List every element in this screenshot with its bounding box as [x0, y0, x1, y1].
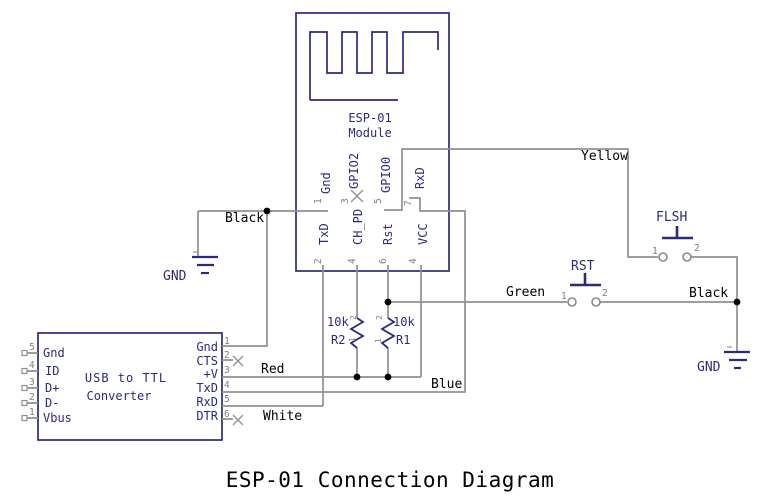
- usb-converter-box: [37, 332, 223, 441]
- usb-pin-num-2l: 2: [29, 392, 35, 403]
- wire-black-left: [197, 210, 328, 256]
- usb-pin-label-rxd: RxD: [196, 395, 218, 409]
- usb-pin-num-4l: 4: [29, 360, 35, 371]
- usb-port-pads: [21, 349, 28, 422]
- wire-label-black-left: Black: [225, 211, 265, 226]
- esp-pin-label-vcc: VCC: [416, 223, 430, 245]
- usb-pin-num-4r: 4: [224, 380, 230, 391]
- usb-pin-label-cts: CTS: [196, 354, 218, 368]
- usb-left-pin-stubs: [27, 352, 38, 419]
- button-rst-pin1: 1: [561, 291, 567, 302]
- resistor-r2-value: 10k: [327, 315, 349, 329]
- wire-label-red: Red: [261, 362, 285, 377]
- usb-pin-num-3l: 3: [29, 377, 35, 388]
- usb-pin-num-1r: 1: [224, 336, 230, 347]
- diagram-title: ESP-01 Connection Diagram: [225, 468, 555, 492]
- esp-module-box: [295, 12, 450, 272]
- esp-pin-label-rxd: RxD: [413, 167, 427, 189]
- esp-pin-label-gpio0: GPIO0: [379, 156, 393, 193]
- usb-pin-label-dplus: D+: [45, 381, 60, 395]
- esp-pin-num-7: 7: [403, 200, 414, 206]
- esp-pin-label-rst: Rst: [381, 223, 395, 245]
- nc-x-dtr-icon: [232, 414, 244, 426]
- usb-pin-num-5l: 5: [29, 342, 35, 353]
- usb-pin-num-6r: 6: [224, 409, 230, 420]
- button-flsh-pin2: 2: [694, 243, 700, 254]
- button-rst-pin2: 2: [602, 288, 608, 299]
- esp-pin-label-gnd: Gnd: [319, 172, 333, 194]
- usb-pin-label-dminus: D-: [45, 396, 60, 410]
- button-rst-label: RST: [571, 259, 595, 274]
- resistor-r2-symbol: [349, 317, 365, 349]
- wire-label-green: Green: [506, 285, 546, 300]
- gnd-symbol-left: [192, 251, 218, 275]
- r2-pin-num-1: 1: [348, 337, 357, 342]
- r1-pin-num-1: 1: [374, 338, 383, 343]
- wire-yellow: [384, 148, 738, 302]
- usb-pin-num-1l: 1: [29, 407, 35, 418]
- converter-name-line1: USB to TTL: [84, 371, 168, 385]
- wire-black-right: [600, 301, 738, 351]
- wire-label-blue: Blue: [431, 377, 463, 392]
- nc-x-cts-icon: [232, 355, 244, 367]
- usb-nc-pin-stubs: [222, 359, 233, 420]
- usb-pin-label-gnd-r: Gnd: [196, 340, 218, 354]
- button-flsh-symbol: [658, 226, 693, 262]
- converter-name-line2: Converter: [86, 389, 152, 403]
- gnd-symbol-right: [724, 346, 750, 370]
- usb-pin-num-5r: 5: [224, 394, 230, 405]
- esp-name-line1: ESP-01: [348, 111, 392, 125]
- esp-pin-label-chpd: CH_PD: [351, 208, 365, 245]
- wire-usb-gnd-riser: [222, 211, 268, 347]
- esp-pin-num-3: 3: [340, 198, 351, 204]
- esp-pin-num-6: 6: [378, 258, 389, 264]
- resistor-r1-ref: R1: [396, 333, 411, 347]
- r2-pin-num-2: 2: [349, 315, 358, 320]
- nc-x-gpio2-icon: [350, 189, 364, 203]
- esp-pin-label-gpio2: GPIO2: [347, 152, 361, 189]
- usb-pin-label-vbus: Vbus: [43, 411, 72, 425]
- esp-pin-num-4: 4: [347, 258, 358, 264]
- usb-pin-label-dtr: DTR: [196, 409, 218, 423]
- esp-pin-label-txd: TxD: [317, 223, 331, 245]
- usb-pin-label-id: ID: [45, 364, 60, 378]
- wire-label-yellow: Yellow: [581, 149, 628, 164]
- resistor-r2-ref: R2: [331, 333, 346, 347]
- junction-dots: [263, 207, 741, 381]
- gnd-label-left: GND: [163, 269, 187, 284]
- esp-pin-num-2: 2: [313, 258, 324, 264]
- wire-label-black-right: Black: [689, 286, 729, 301]
- wire-blue: [222, 197, 466, 393]
- button-flsh-pin1: 1: [652, 246, 658, 257]
- resistor-r1-symbol: [380, 317, 396, 349]
- usb-pin-label-gnd-l: Gnd: [43, 346, 65, 360]
- esp-pin-num-vcc: 4: [408, 258, 419, 264]
- usb-pin-num-2r: 2: [224, 350, 230, 361]
- esp-pin-num-1: 1: [313, 198, 324, 204]
- button-rst-symbol: [567, 273, 601, 307]
- wire-white: [222, 265, 324, 407]
- resistor-r1-value: 10k: [393, 315, 415, 329]
- usb-pin-label-txd: TxD: [196, 381, 218, 395]
- esp-antenna-icon: [309, 31, 439, 101]
- gnd-label-right: GND: [697, 360, 721, 375]
- usb-pin-num-3r: 3: [224, 365, 230, 376]
- usb-pin-label-plusv: +V: [203, 367, 218, 381]
- esp-pin-num-5: 5: [373, 198, 384, 204]
- wire-label-white: White: [263, 409, 303, 424]
- r1-pin-num-2: 2: [375, 315, 384, 320]
- esp-name-line2: Module: [348, 126, 392, 140]
- button-flsh-label: FLSH: [656, 210, 688, 225]
